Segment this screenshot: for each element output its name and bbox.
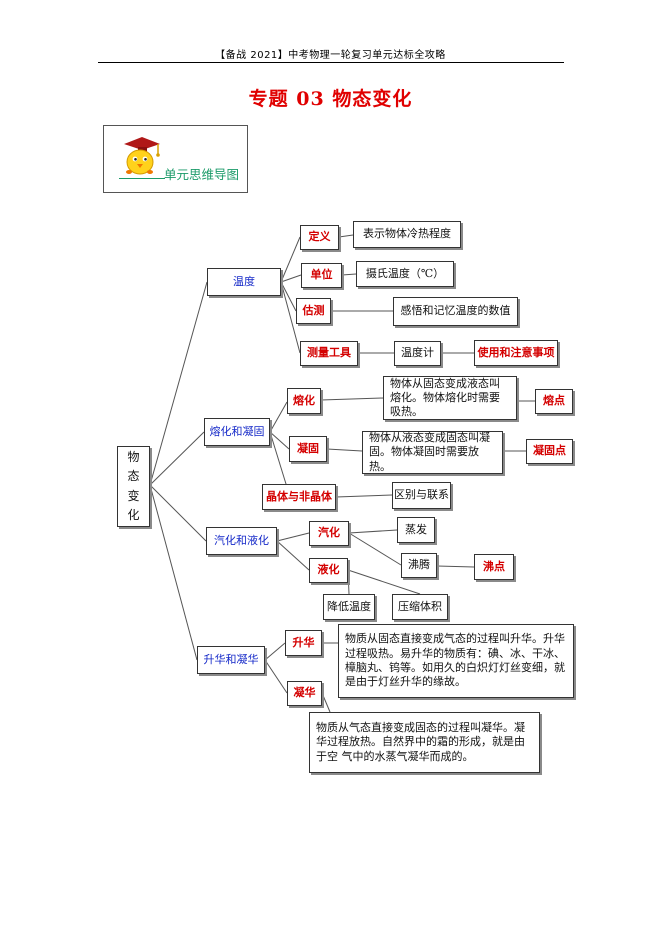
node-solidifying: 凝固	[289, 436, 327, 462]
node-sublimation: 升华	[285, 630, 322, 656]
node-crystal: 晶体与非晶体	[262, 484, 336, 510]
page-header: 【备战 2021】中考物理一轮复习单元达标全攻略	[215, 50, 446, 61]
desc-sublimation: 物质从固态直接变成气态的过程叫升华。升华过程吸热。易升华的物质有：碘、冰、干冰、…	[338, 624, 574, 698]
root-char: 化	[127, 507, 140, 522]
node-lower-temperature: 降低温度	[323, 594, 375, 620]
node-measure-tool: 测量工具	[300, 341, 358, 366]
header-rule	[98, 62, 564, 63]
branch-melting-solidifying: 熔化和凝固	[204, 418, 270, 446]
mindmap-badge: 单元思维导图	[103, 125, 248, 193]
node-evaporation: 蒸发	[397, 517, 435, 543]
badge-underline	[119, 178, 165, 179]
desc-deposition: 物质从气态直接变成固态的过程叫凝华。凝华过程放热。自然界中的霜的形成，就是由于空…	[309, 712, 540, 773]
root-char: 态	[127, 469, 140, 484]
node-boiling: 沸腾	[401, 553, 437, 578]
badge-label: 单元思维导图	[164, 167, 240, 182]
desc-solidifying: 物体从液态变成固态叫凝固。物体凝固时需要放热。	[362, 431, 503, 474]
node-estimate: 估测	[296, 298, 331, 324]
node-compress-volume: 压缩体积	[392, 594, 448, 620]
branch-sublimate-deposit: 升华和凝华	[197, 646, 265, 674]
node-definition: 定义	[300, 225, 339, 250]
node-melting: 熔化	[287, 388, 321, 414]
root-node: 物 态 变 化	[117, 446, 150, 527]
root-char: 变	[127, 488, 140, 503]
node-usage-notes: 使用和注意事项	[474, 340, 558, 366]
desc-crystal: 区别与联系	[392, 482, 451, 509]
node-vaporize: 汽化	[309, 521, 349, 546]
node-unit: 单位	[301, 263, 342, 288]
node-liquefy: 液化	[309, 558, 348, 583]
desc-definition: 表示物体冷热程度	[353, 221, 461, 248]
node-melting-point: 熔点	[535, 389, 573, 414]
desc-unit: 摄氏温度（℃）	[356, 261, 454, 287]
branch-vaporize-liquefy: 汽化和液化	[206, 527, 277, 555]
desc-melting: 物体从固态变成液态叫熔化。物体熔化时需要吸热。	[383, 376, 517, 420]
page-title: 专题 03 物态变化	[248, 88, 413, 110]
root-char: 物	[127, 450, 140, 465]
desc-estimate: 感悟和记忆温度的数值	[393, 297, 518, 326]
graduate-chick-icon	[124, 137, 160, 175]
node-deposition: 凝华	[287, 681, 322, 706]
node-solidifying-point: 凝固点	[526, 439, 573, 464]
branch-temperature: 温度	[207, 268, 281, 296]
node-boiling-point: 沸点	[474, 554, 514, 580]
node-thermometer: 温度计	[394, 341, 441, 366]
